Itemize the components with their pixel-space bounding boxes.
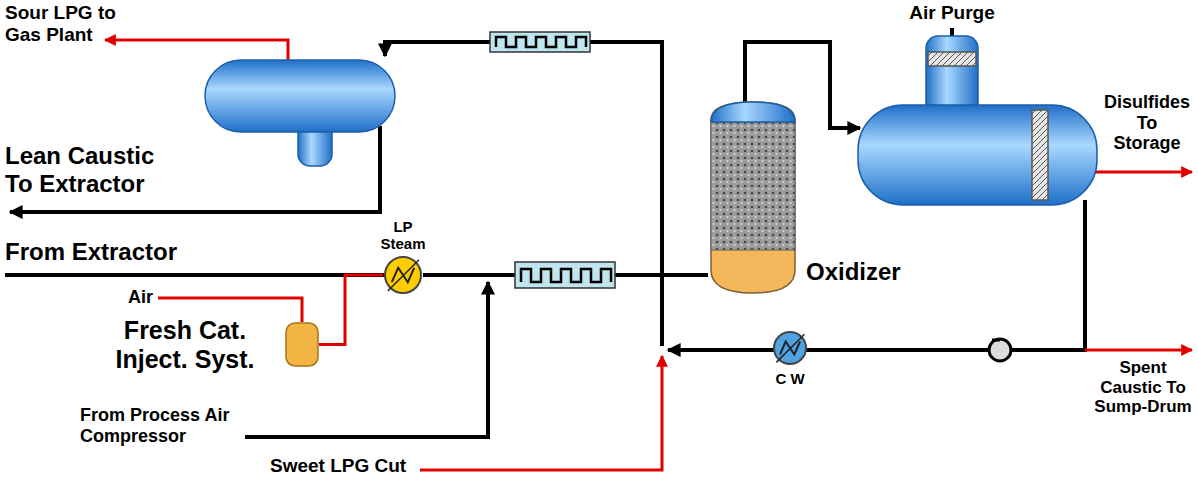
pump-symbol [989, 339, 1011, 361]
catalyst-air-line [158, 298, 302, 322]
disulfide-line [1080, 171, 1192, 174]
stream-label: Disulfides To Storage [1102, 92, 1192, 154]
coil-symbol [392, 268, 414, 282]
vessel-shell [711, 102, 795, 293]
catalyst-injection-line [319, 275, 383, 345]
pump-outlet [992, 339, 1000, 342]
caustic-return-line [668, 348, 992, 352]
stream-label: From Extractor [5, 238, 177, 266]
equipment-label: Oxidizer [806, 258, 901, 286]
equipment-label: Fresh Cat. Inject. Syst. [100, 316, 270, 374]
separator-bottom-line [1010, 200, 1085, 350]
equipment-label: LP Steam [376, 218, 430, 253]
stream-label: Spent Caustic To Sump-Drum [1093, 358, 1193, 417]
oxidizer-outlet-line [745, 42, 860, 128]
steam-heater: LP Steam [383, 255, 423, 295]
drum-shell [205, 60, 395, 132]
process-line [5, 28, 1085, 437]
stream-label: Air [128, 287, 153, 308]
water-cooler-outline [772, 330, 808, 366]
flow-symbol [388, 260, 419, 291]
mixer-elements [521, 269, 611, 282]
stream-label: From Process Air Compressor [80, 405, 240, 446]
water-cooler: C W [772, 330, 808, 366]
oxidizer-vessel: Oxidizer [708, 100, 798, 295]
pump-casing [989, 339, 1011, 361]
cooler-shell [774, 332, 806, 364]
vent-label: Air Purge [882, 2, 1022, 24]
static-mixer [490, 32, 590, 52]
stream-label: Sweet LPG Cut [270, 455, 406, 477]
mesh-pad [928, 52, 976, 66]
feed-line [5, 273, 400, 277]
packed-bed [711, 122, 795, 250]
coalescer-pad [1032, 110, 1048, 200]
flow-symbol [776, 334, 804, 362]
mixer-body [515, 262, 615, 288]
sweet-lpg-line [420, 356, 662, 470]
separator-shell [858, 105, 1097, 205]
catalyst-drum: Fresh Cat. Inject. Syst. [285, 322, 319, 367]
steam-heater-outline [383, 255, 423, 295]
stream-label: Lean Caustic To Extractor [5, 142, 180, 197]
mixer-elements [496, 37, 586, 47]
recycle-line [385, 42, 662, 346]
oxidizer-vessel-outline [708, 100, 798, 295]
spent-caustic-line [1085, 349, 1192, 352]
product-line [105, 40, 1192, 470]
stream-label: Sour LPG to Gas Plant [5, 2, 130, 46]
equipment-label: C W [775, 370, 804, 387]
static-mixer [515, 262, 615, 288]
catalyst-drum-outline [285, 322, 319, 367]
mixer-body [490, 32, 590, 52]
air-line [245, 282, 488, 437]
drum-shell [286, 323, 318, 366]
disulfide-separator [858, 36, 1097, 205]
vessel-head [711, 102, 795, 122]
settler-drum [205, 60, 395, 166]
coil-symbol [780, 342, 800, 355]
heater-shell [385, 257, 421, 293]
